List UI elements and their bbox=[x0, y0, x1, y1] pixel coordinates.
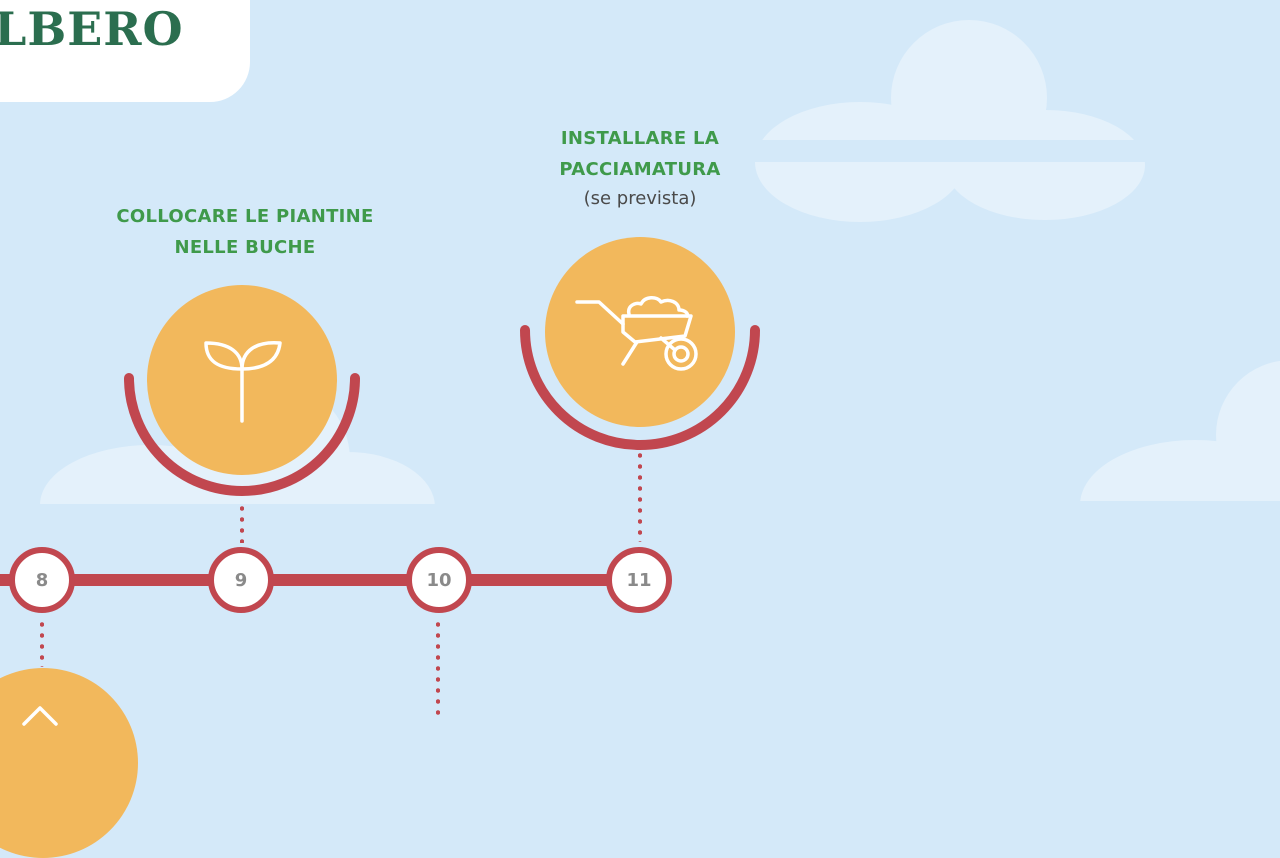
step-9-disc bbox=[147, 285, 337, 475]
step-11-disc bbox=[545, 237, 735, 427]
connector-11 bbox=[638, 450, 642, 542]
step-11-label-line2: PACCIAMATURA bbox=[559, 159, 721, 180]
step-9-arc bbox=[124, 373, 360, 496]
step-node-8[interactable]: 8 bbox=[9, 547, 75, 613]
connector-10 bbox=[436, 619, 440, 720]
step-9-label-line2: NELLE BUCHE bbox=[174, 237, 316, 258]
connector-8 bbox=[40, 619, 44, 667]
step-node-9[interactable]: 9 bbox=[208, 547, 274, 613]
cloud-right-edge bbox=[1080, 360, 1280, 581]
step-11-label: INSTALLARE LA PACCIAMATURA bbox=[470, 123, 810, 185]
step-11-arc bbox=[520, 325, 760, 450]
step-11-note: (se prevista) bbox=[583, 188, 697, 209]
step-9-label: COLLOCARE LE PIANTINE NELLE BUCHE bbox=[60, 201, 430, 263]
title-card bbox=[0, 0, 250, 102]
step-8-disc bbox=[0, 668, 138, 858]
cloud-top-right bbox=[755, 20, 1145, 222]
connector-9 bbox=[240, 503, 244, 543]
step-11-label-line1: INSTALLARE LA bbox=[560, 128, 720, 149]
step-node-10[interactable]: 10 bbox=[406, 547, 472, 613]
timeline-bar bbox=[0, 574, 640, 586]
up-arrow-icon bbox=[22, 706, 58, 726]
page-title: LBERO bbox=[0, 2, 184, 56]
step-9-label-line1: COLLOCARE LE PIANTINE bbox=[116, 206, 374, 227]
sprout-icon bbox=[204, 341, 282, 423]
step-node-11[interactable]: 11 bbox=[606, 547, 672, 613]
wheelbarrow-icon bbox=[575, 296, 698, 371]
